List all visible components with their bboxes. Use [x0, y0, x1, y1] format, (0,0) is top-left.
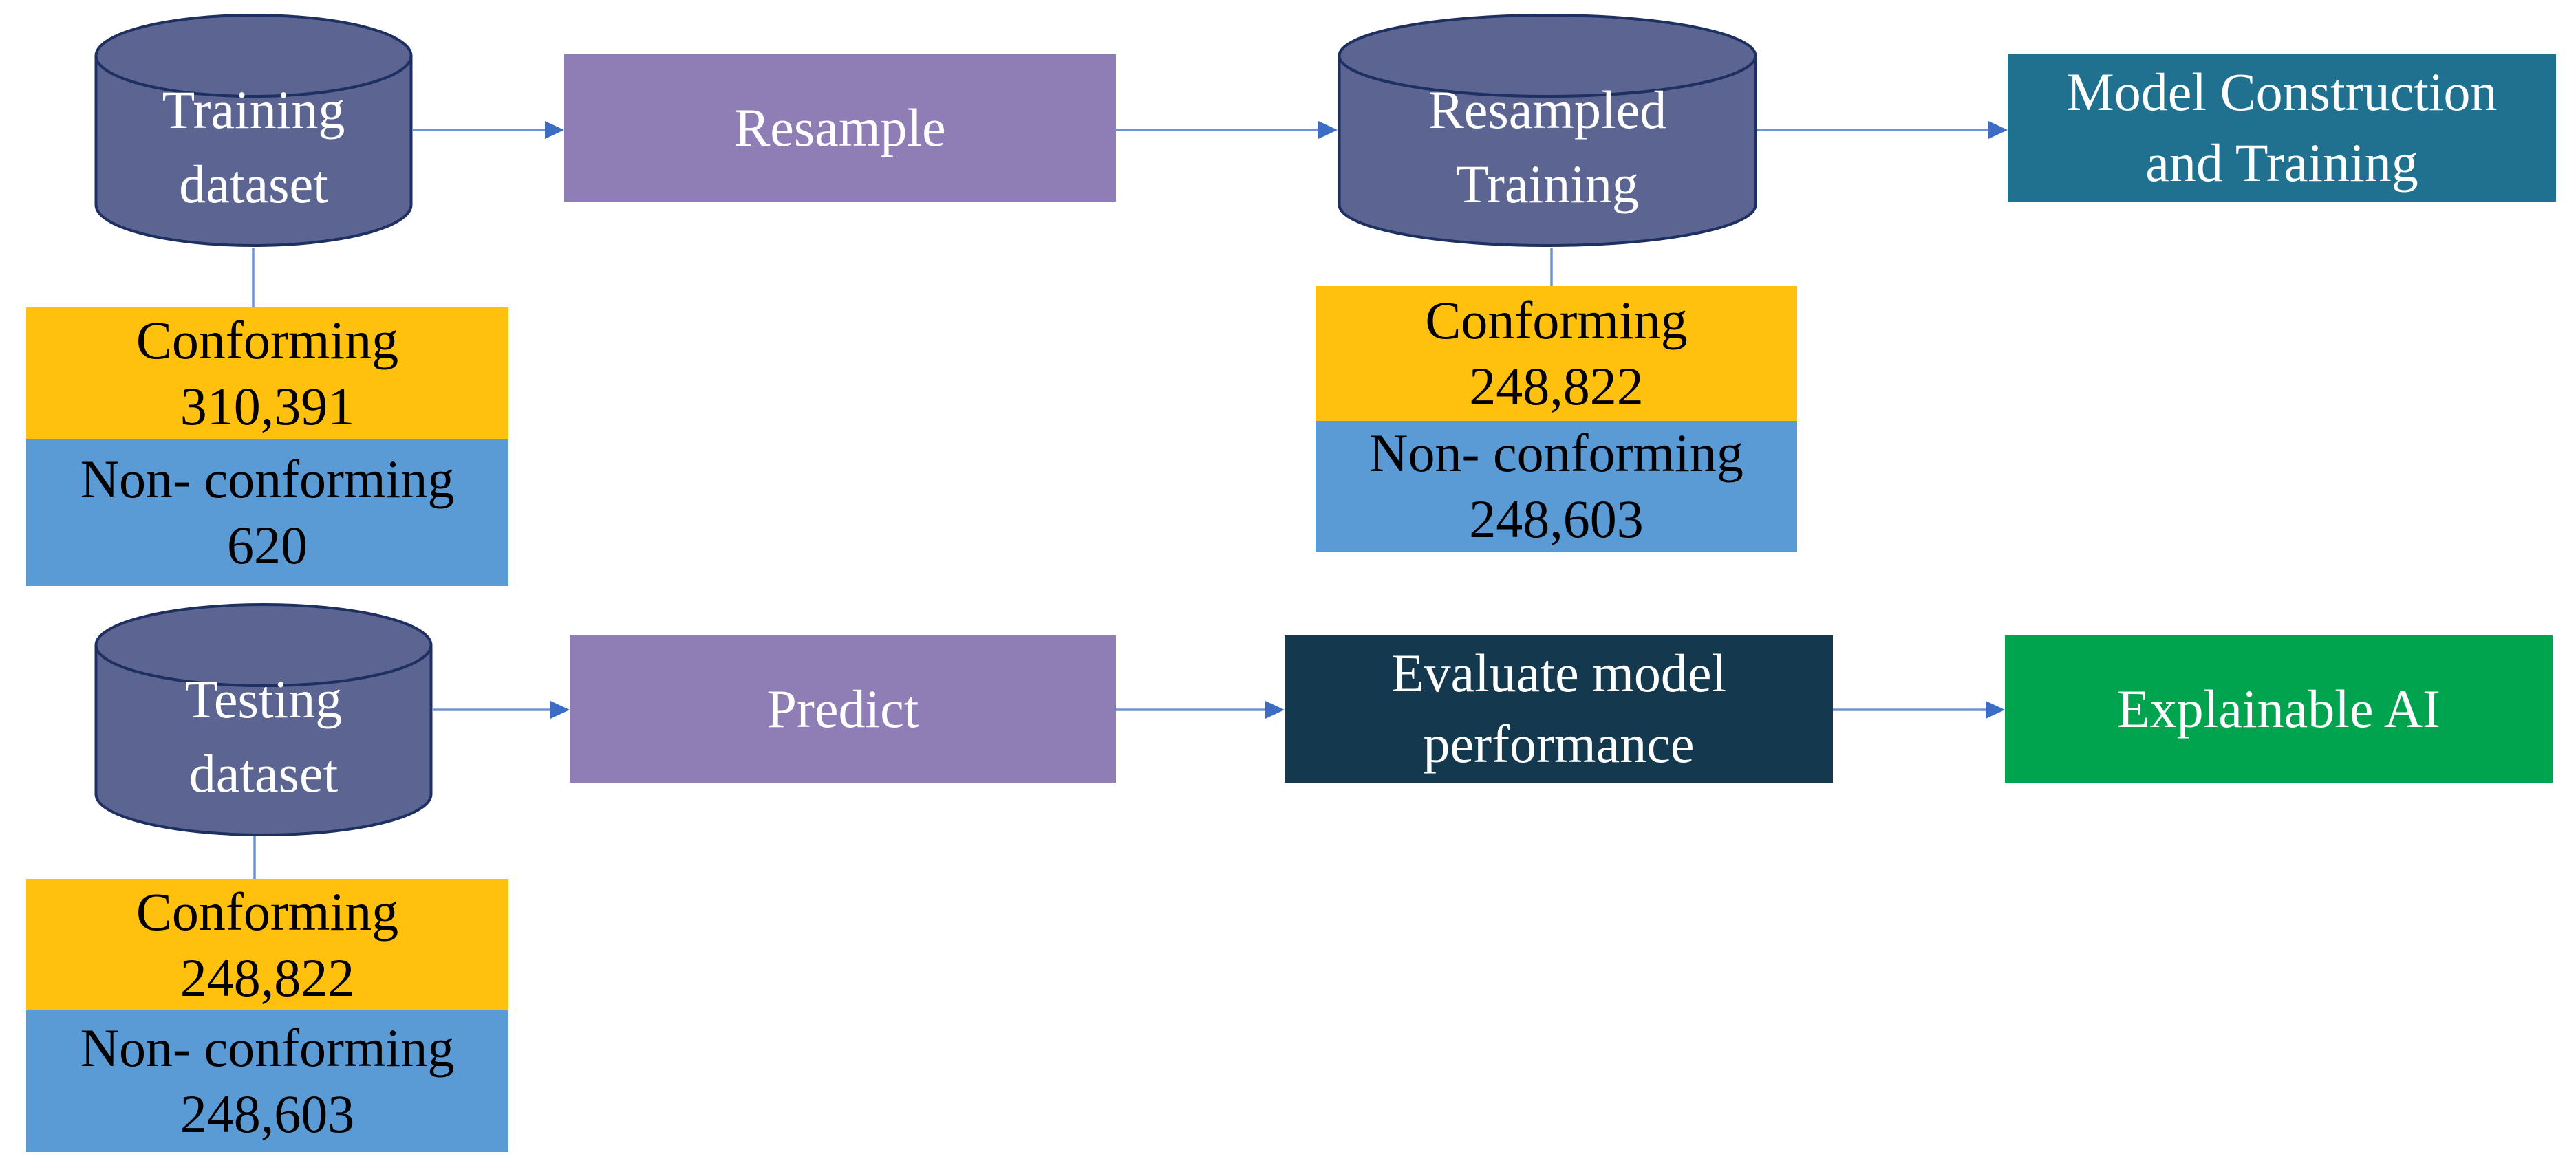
explainable-ai-label: Explainable AI: [2116, 678, 2441, 739]
arrow-resample-to-resampled: [1116, 121, 1338, 139]
model-construction-box: Model Construction and Training: [2008, 54, 2556, 202]
testing-class-distribution: Conforming 248,822 Non- conforming 248,6…: [26, 879, 508, 1152]
training-conforming-segment: Conforming 310,391: [26, 307, 508, 439]
arrow-predict-to-evaluate: [1116, 701, 1285, 719]
evaluate-label: Evaluate model performance: [1391, 643, 1727, 774]
testing-dataset-label: Testing dataset: [184, 668, 343, 803]
resampled-nonconforming-label: Non- conforming: [1369, 423, 1743, 483]
testing-conforming-value: 248,822: [180, 947, 355, 1008]
cylinder-top: [1338, 14, 1757, 98]
training-class-distribution: Conforming 310,391 Non- conforming 620: [26, 307, 508, 586]
resample-label: Resample: [734, 97, 946, 157]
testing-conforming-segment: Conforming 248,822: [26, 879, 508, 1010]
cylinder-top: [94, 603, 433, 687]
resampled-training-cylinder: Resampled Training: [1338, 13, 1757, 248]
arrow-training-to-resample: [413, 121, 564, 139]
arrow-testing-to-predict: [433, 701, 570, 719]
resampled-nonconforming-value: 248,603: [1469, 489, 1644, 549]
training-nonconforming-label: Non- conforming: [80, 449, 455, 510]
arrow-evaluate-to-explainable: [1833, 701, 2005, 719]
testing-nonconforming-label: Non- conforming: [80, 1018, 455, 1078]
resampled-conforming-label: Conforming: [1425, 290, 1688, 351]
model-construction-label: Model Construction and Training: [2066, 62, 2498, 193]
testing-dataset-cylinder: Testing dataset: [94, 602, 433, 837]
training-dataset-label: Training dataset: [162, 79, 345, 214]
training-conforming-value: 310,391: [180, 376, 355, 436]
arrow-resampled-to-model: [1757, 121, 2008, 139]
predict-label: Predict: [766, 678, 919, 739]
training-nonconforming-value: 620: [227, 515, 308, 575]
testing-conforming-label: Conforming: [136, 881, 399, 942]
training-dataset-cylinder: Training dataset: [94, 13, 413, 248]
resampled-conforming-segment: Conforming 248,822: [1316, 286, 1797, 421]
predict-box: Predict: [570, 635, 1116, 783]
evaluate-box: Evaluate model performance: [1285, 635, 1833, 783]
training-nonconforming-segment: Non- conforming 620: [26, 439, 508, 586]
resampled-conforming-value: 248,822: [1469, 356, 1644, 416]
resampled-training-label: Resampled Training: [1428, 79, 1667, 214]
resample-box: Resample: [564, 54, 1116, 202]
resampled-nonconforming-segment: Non- conforming 248,603: [1316, 421, 1797, 552]
resampled-class-distribution: Conforming 248,822 Non- conforming 248,6…: [1316, 286, 1797, 552]
testing-nonconforming-segment: Non- conforming 248,603: [26, 1010, 508, 1152]
training-conforming-label: Conforming: [136, 309, 399, 370]
explainable-ai-box: Explainable AI: [2005, 635, 2553, 783]
testing-nonconforming-value: 248,603: [180, 1084, 355, 1144]
cylinder-top: [94, 14, 413, 98]
